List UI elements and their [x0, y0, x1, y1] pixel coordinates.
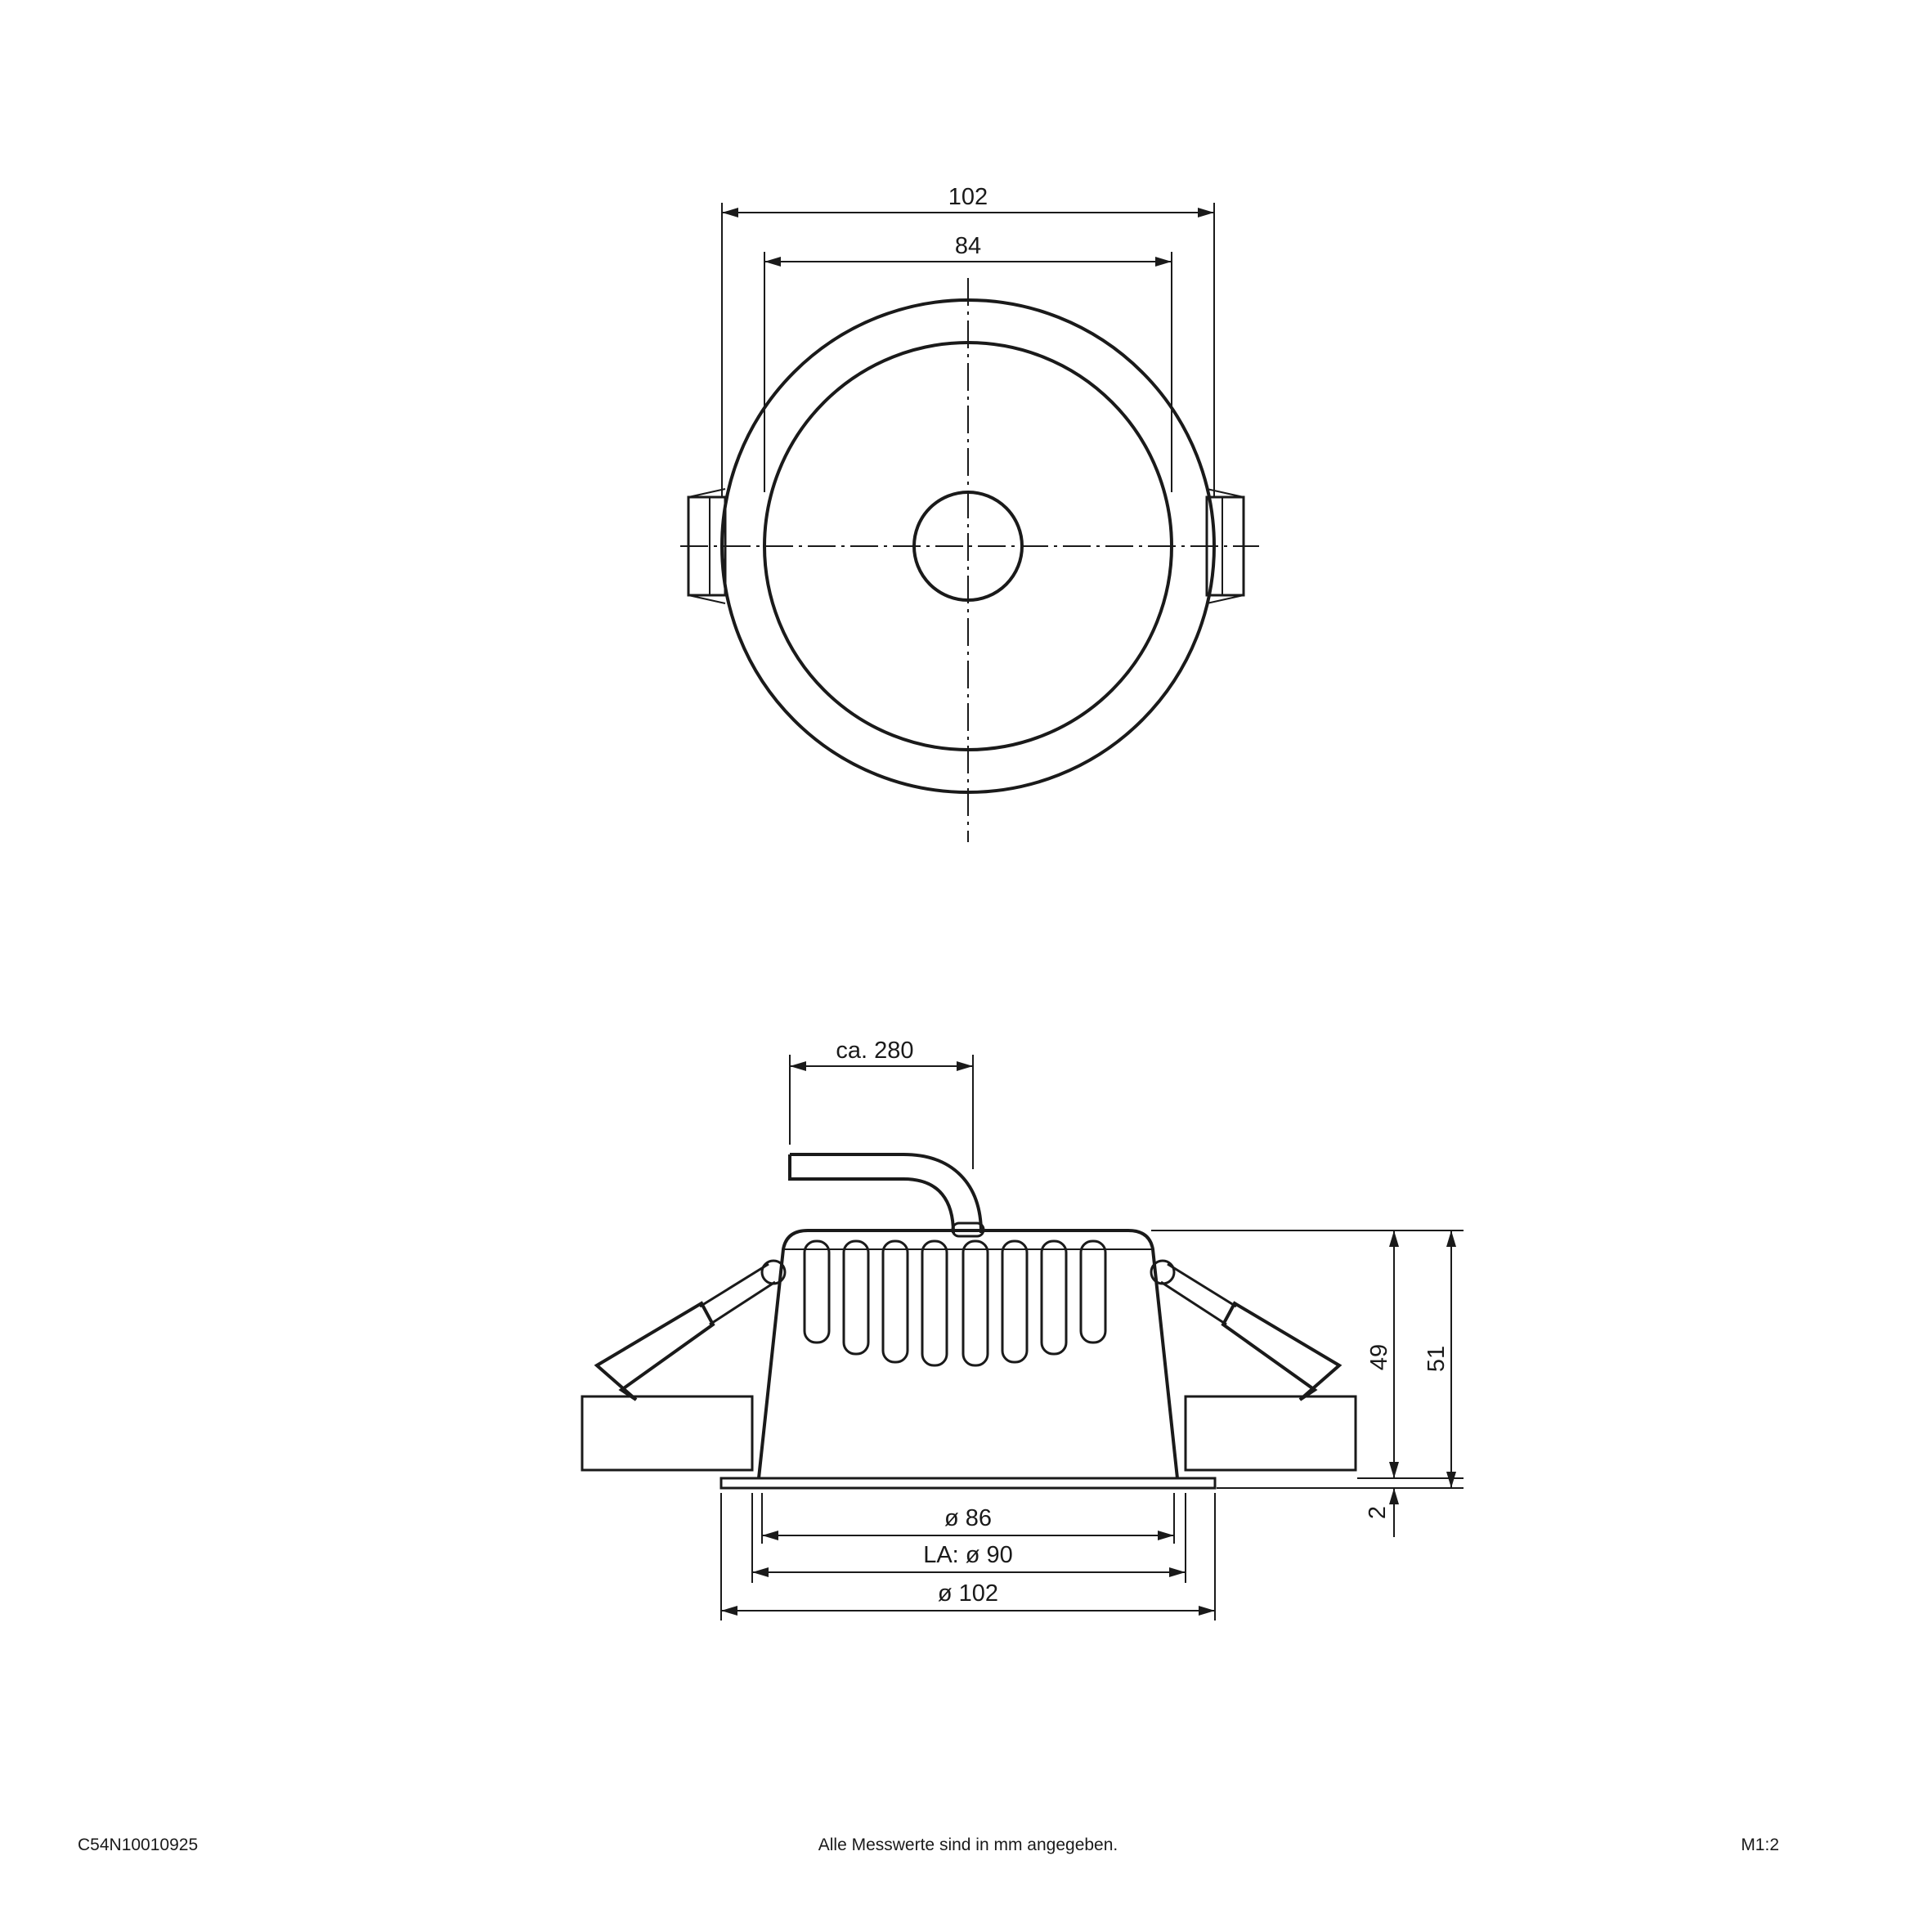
dim-outer-diameter-label: ø 102 — [938, 1580, 998, 1607]
side-view: ca. 280 49 51 2 — [580, 1038, 1464, 1620]
dim-height-body-label: 49 — [1366, 1344, 1392, 1370]
dim-outer-label: 102 — [948, 184, 988, 210]
dim-flange-label: 2 — [1365, 1506, 1391, 1519]
measurement-note: Alle Messwerte sind in mm angegeben. — [818, 1836, 1118, 1854]
footer: C54N10010925 Alle Messwerte sind in mm a… — [78, 1836, 1779, 1854]
dimension-cable: ca. 280 — [789, 1038, 974, 1169]
left-spring-clip — [594, 1259, 787, 1401]
dimension-heights: 49 51 2 — [1151, 1230, 1464, 1537]
dim-cutout-label: LA: ø 90 — [923, 1542, 1013, 1568]
flange — [719, 1477, 1217, 1490]
dim-cable-label: ca. 280 — [836, 1038, 913, 1064]
dim-height-total-label: 51 — [1423, 1346, 1450, 1372]
cable — [788, 1154, 955, 1234]
dimension-inner: 84 — [764, 233, 1172, 492]
dim-inner-label: 84 — [955, 233, 981, 259]
top-view: 102 84 — [680, 184, 1259, 842]
cooling-fins — [803, 1222, 1107, 1367]
ceiling-left — [580, 1395, 754, 1472]
dimension-outer: 102 — [721, 184, 1215, 497]
right-spring-clip — [1150, 1259, 1343, 1401]
scale-label: M1:2 — [1741, 1836, 1779, 1854]
housing — [757, 1229, 1179, 1479]
article-number: C54N10010925 — [78, 1836, 198, 1854]
ceiling-right — [1184, 1395, 1357, 1472]
dim-cutout-body-label: ø 86 — [944, 1505, 992, 1531]
dimension-diameters: ø 86 LA: ø 90 ø 102 — [720, 1493, 1216, 1620]
